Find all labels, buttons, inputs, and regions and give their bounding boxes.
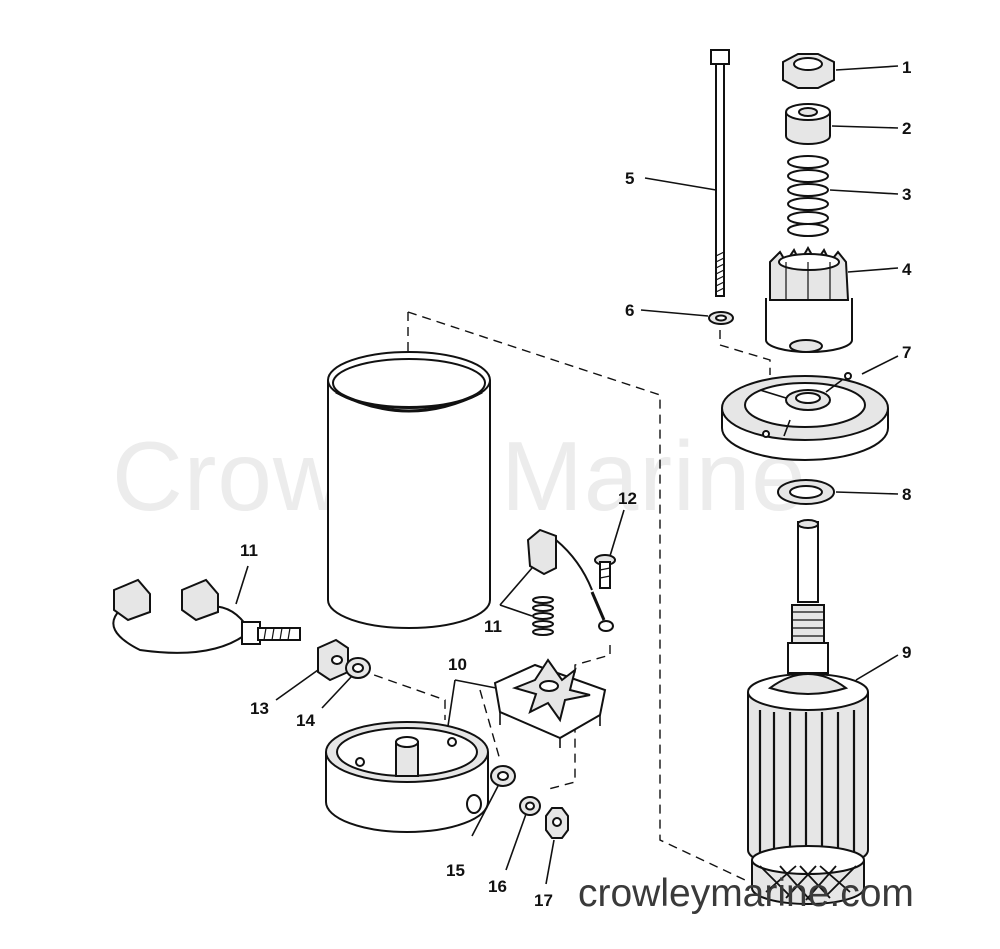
callout-labels: 1 2 3 4 5 6 7 8 9 10 11 11 12 13 14 15 1…	[240, 58, 912, 910]
commutator-end-cap	[325, 721, 489, 833]
thrust-washer	[777, 479, 835, 505]
callout-6: 6	[625, 301, 634, 320]
pinion-spring	[787, 155, 829, 237]
callout-4: 4	[902, 260, 912, 279]
brush-set-terminal	[112, 578, 301, 654]
callout-11-right: 11	[484, 617, 502, 636]
insulating-washer	[345, 657, 371, 679]
callout-5: 5	[625, 169, 634, 188]
drive-end-cap	[721, 372, 889, 461]
flat-washer	[490, 765, 516, 787]
brush-with-spring	[526, 528, 614, 636]
callout-15: 15	[446, 861, 465, 880]
spacer	[785, 103, 831, 145]
through-bolt	[710, 49, 730, 297]
lock-washer	[708, 311, 734, 325]
assembly-guide-lines	[359, 311, 771, 881]
hex-nut-top	[782, 53, 835, 89]
leader-lines	[235, 65, 899, 885]
armature	[747, 519, 869, 905]
callout-17: 17	[534, 891, 553, 910]
pinion-drive-gear	[765, 245, 853, 353]
terminal-nut	[545, 807, 569, 839]
callout-3: 3	[902, 185, 911, 204]
callout-7: 7	[902, 343, 911, 362]
lock-washer-small	[519, 796, 541, 816]
brush-holder-plate	[493, 658, 607, 748]
watermark-url: crowleymarine.com	[578, 872, 914, 915]
brush-screw	[594, 554, 616, 589]
callout-1: 1	[902, 58, 911, 77]
callout-13: 13	[250, 699, 269, 718]
callout-9: 9	[902, 643, 911, 662]
callout-14: 14	[296, 711, 315, 730]
callout-11-left: 11	[240, 541, 258, 560]
callout-10: 10	[448, 655, 467, 674]
insulator-block	[317, 638, 349, 682]
callout-12: 12	[618, 489, 637, 508]
callout-16: 16	[488, 877, 507, 896]
callout-2: 2	[902, 119, 911, 138]
field-frame-housing	[327, 351, 491, 629]
callout-8: 8	[902, 485, 911, 504]
